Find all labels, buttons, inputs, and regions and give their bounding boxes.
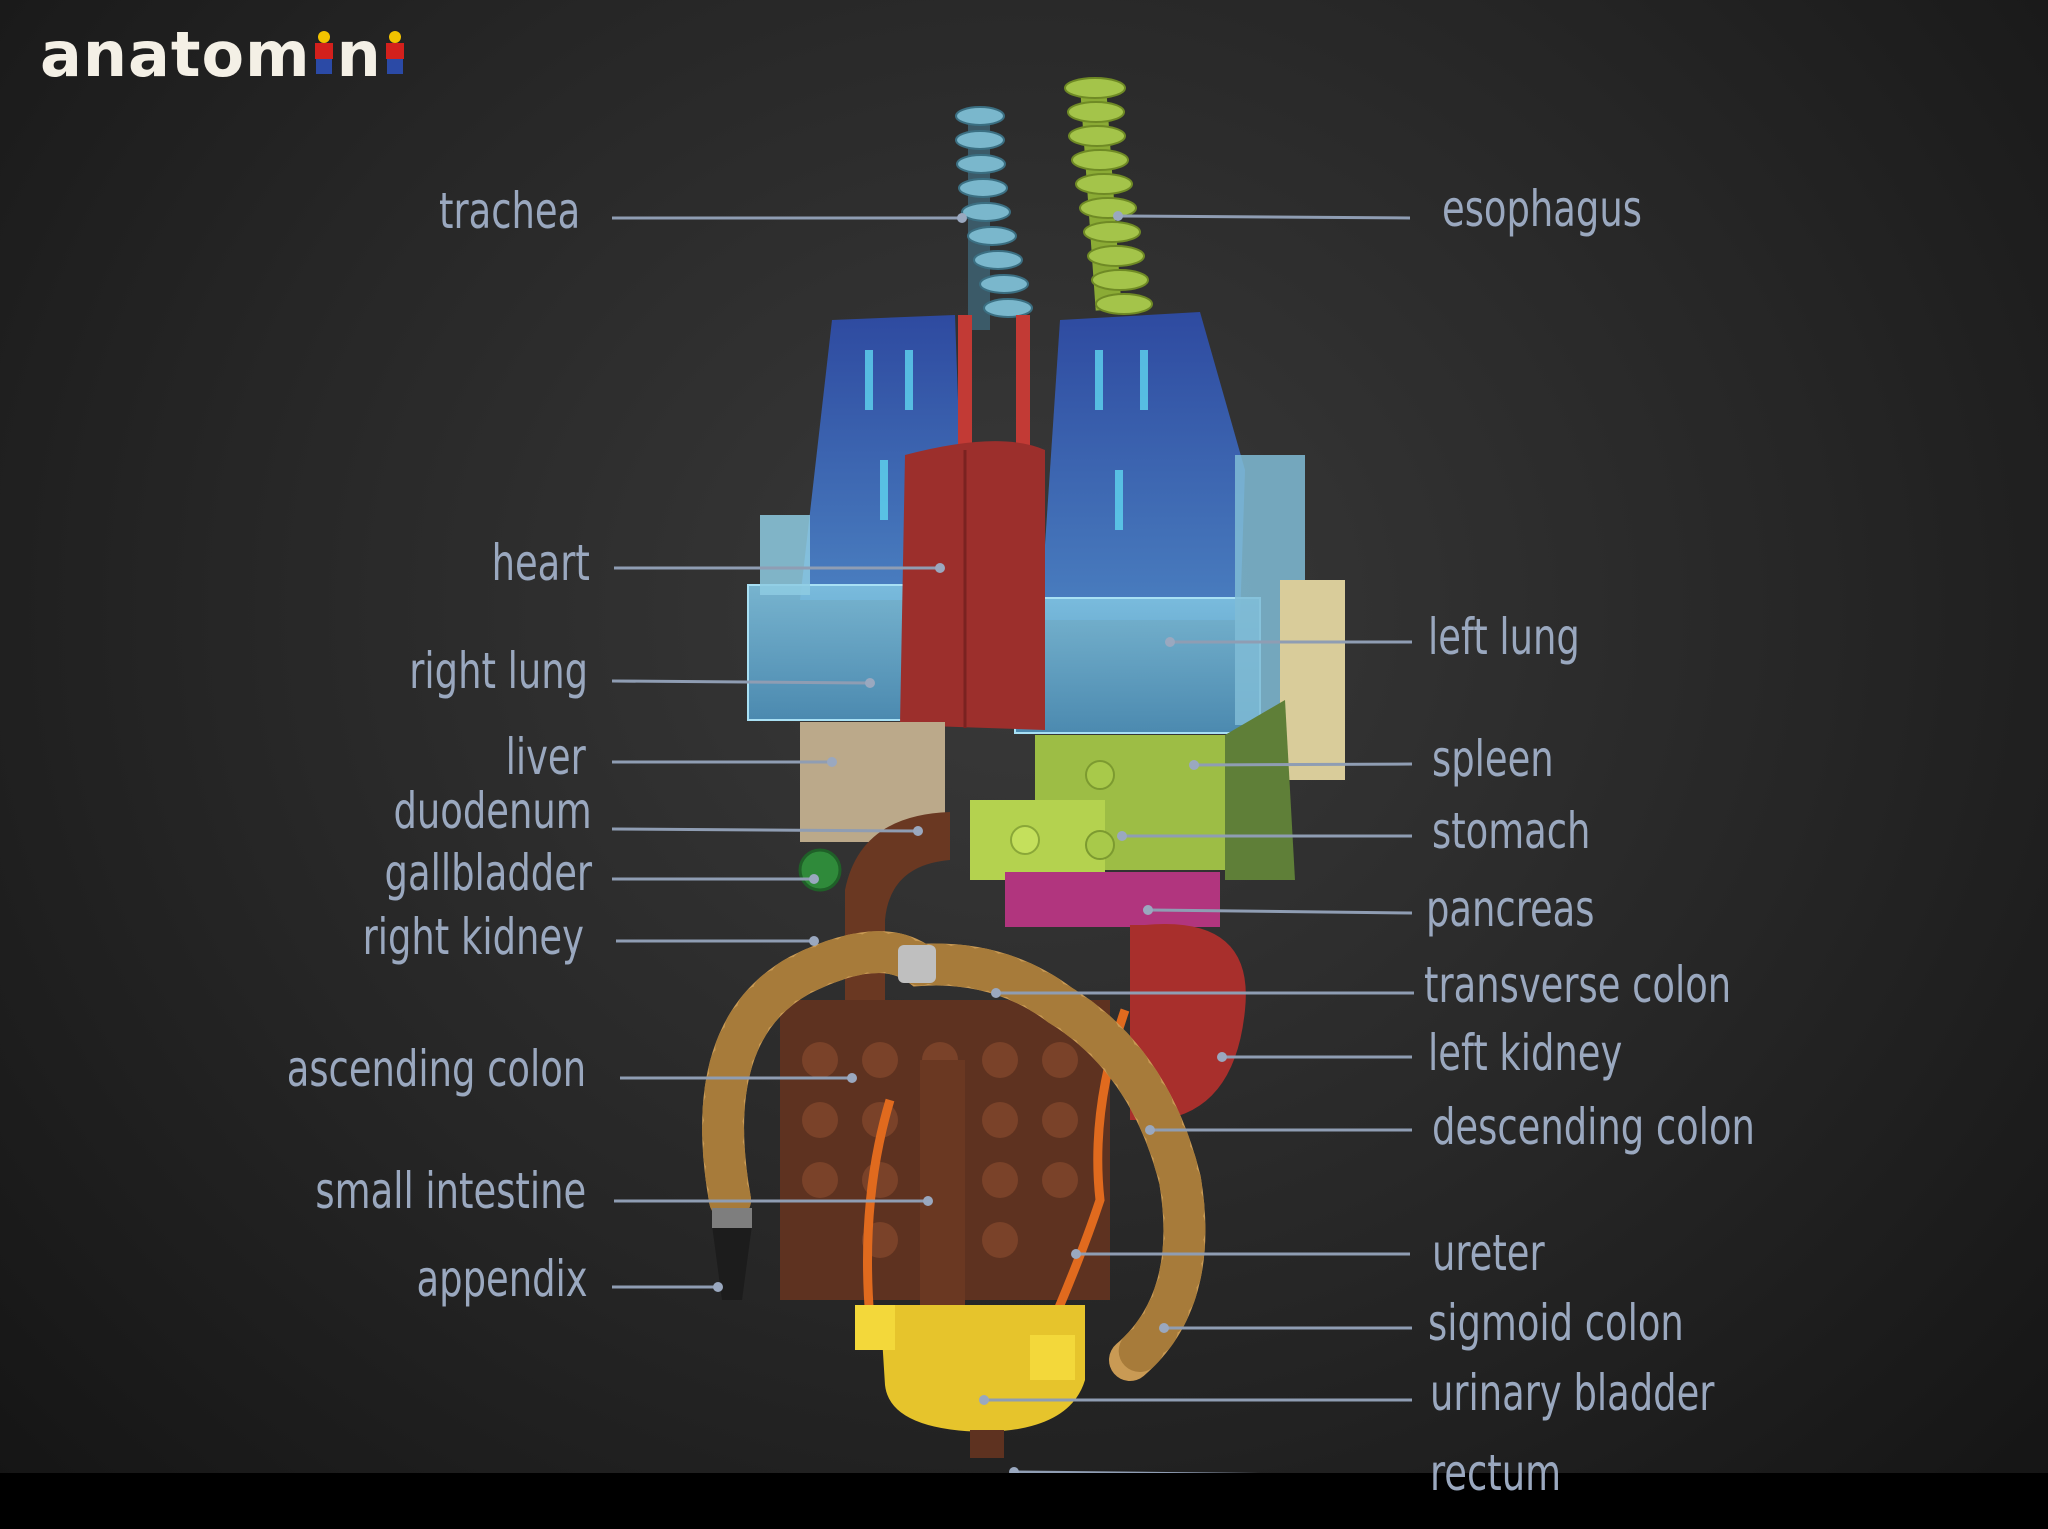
appendix-cap (712, 1208, 752, 1228)
label-left-kidney: left kidney (1428, 1028, 1622, 1078)
esophagus-model (1065, 78, 1152, 314)
label-esophagus: esophagus (1442, 184, 1642, 234)
label-right-kidney: right kidney (363, 912, 584, 962)
connector-piece (898, 945, 936, 983)
label-liver: liver (506, 732, 586, 782)
trachea-model (956, 107, 1032, 330)
label-urinary-bladder: urinary bladder (1430, 1368, 1714, 1418)
pancreas-model (1005, 872, 1220, 927)
bottom-bar (0, 1473, 2048, 1529)
small-intestine-model (780, 1000, 1110, 1310)
label-left-lung: left lung (1428, 612, 1580, 662)
urinary-bladder-model (855, 1305, 1085, 1432)
label-ascending-colon: ascending colon (287, 1044, 586, 1094)
label-rectum: rectum (1430, 1448, 1561, 1498)
tan-block (1280, 580, 1345, 780)
label-descending-colon: descending colon (1432, 1102, 1755, 1152)
gallbladder-model (800, 850, 840, 890)
label-stomach: stomach (1432, 806, 1590, 856)
label-spleen: spleen (1432, 734, 1554, 784)
label-small-intestine: small intestine (315, 1166, 586, 1216)
label-transverse-colon: transverse colon (1424, 960, 1731, 1010)
label-duodenum: duodenum (394, 786, 592, 836)
label-trachea: trachea (439, 186, 580, 236)
label-sigmoid-colon: sigmoid colon (1428, 1298, 1684, 1348)
label-heart: heart (492, 538, 590, 588)
rectum-model (970, 1430, 1004, 1458)
label-ureter: ureter (1432, 1228, 1545, 1278)
label-pancreas: pancreas (1426, 884, 1594, 934)
label-right-lung: right lung (409, 646, 588, 696)
label-gallbladder: gallbladder (384, 848, 592, 898)
label-appendix: appendix (417, 1254, 588, 1304)
